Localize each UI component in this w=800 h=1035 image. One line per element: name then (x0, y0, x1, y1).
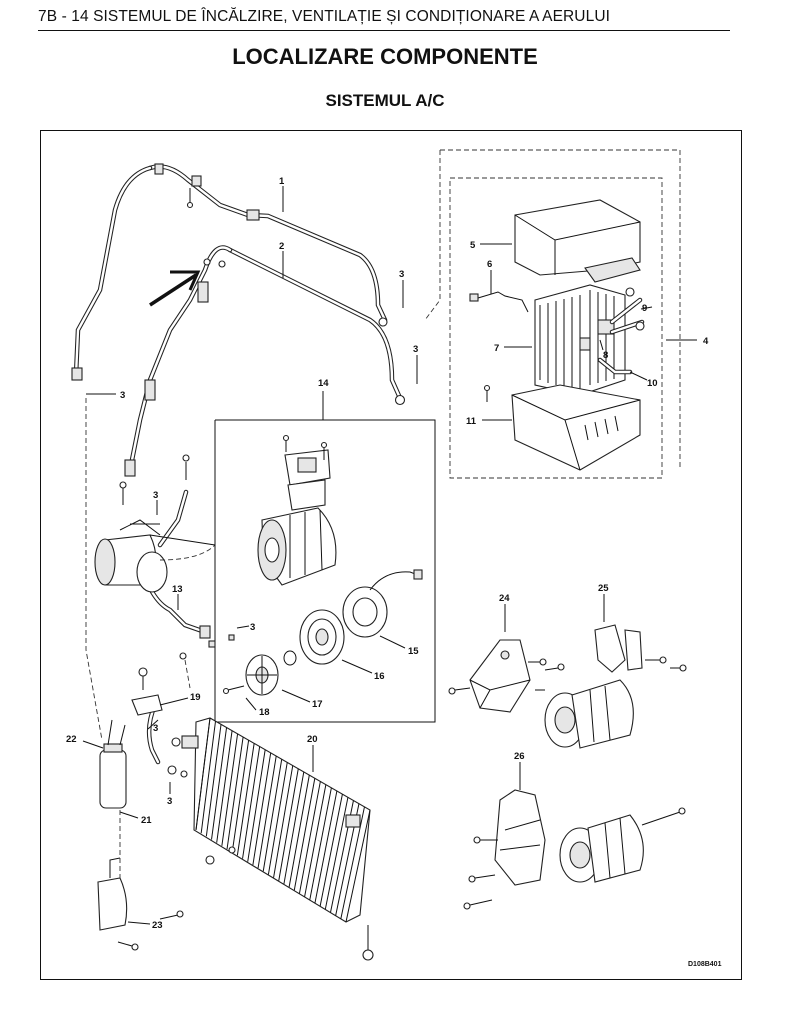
header-rule (38, 30, 730, 31)
condenser-fin (252, 752, 272, 865)
callout-labels: 1 2 3 3 3 4 5 6 7 8 9 10 11 14 3 13 15 1… (66, 176, 722, 968)
condenser-fin (278, 768, 299, 881)
condenser-fin (221, 733, 239, 846)
callout-3-condenser: 3 (167, 796, 172, 807)
condenser-fin (247, 749, 266, 862)
condenser-fin (257, 755, 277, 869)
drawing-code: D108B401 (688, 961, 722, 968)
callout-14: 14 (318, 378, 329, 389)
refrigerant-lines (71, 163, 406, 660)
section-header: 7B - 14 SISTEMUL DE ÎNCĂLZIRE, VENTILAȚI… (38, 8, 611, 25)
callout-3-line1: 3 (399, 269, 404, 280)
condenser-fin (262, 759, 283, 872)
liquid-pipe (131, 667, 188, 778)
condenser-fin (273, 765, 294, 878)
callout-7: 7 (494, 343, 499, 354)
callout-3-line2: 3 (413, 344, 418, 355)
callout-19: 19 (190, 692, 201, 703)
callout-8: 8 (603, 350, 608, 361)
callout-13: 13 (172, 584, 183, 595)
diagram-frame (40, 130, 742, 980)
page-title: LOCALIZARE COMPONENTE (232, 44, 538, 69)
callout-2: 2 (279, 241, 284, 252)
callout-26: 26 (514, 751, 525, 762)
callout-3-left: 3 (120, 390, 125, 401)
callout-17: 17 (312, 699, 323, 710)
callout-11: 11 (466, 416, 477, 427)
callout-18: 18 (259, 707, 270, 718)
callout-6: 6 (487, 259, 492, 270)
callout-21: 21 (141, 815, 152, 826)
compressor-detail (208, 419, 436, 723)
condenser-fin (231, 740, 250, 853)
condenser-fin (242, 746, 261, 859)
compressor-brackets (448, 624, 687, 910)
callout-3-clutch: 3 (250, 622, 255, 633)
condenser-fin (267, 762, 288, 875)
condenser-fin (195, 717, 211, 831)
page-subtitle: SISTEMUL A/C (325, 91, 445, 110)
condenser-fin (226, 736, 244, 850)
leader-lines (82, 186, 697, 925)
callout-20: 20 (307, 734, 318, 745)
condenser-fin (345, 809, 371, 923)
condenser-fin (236, 743, 255, 856)
condenser-fin (205, 724, 222, 837)
callout-22: 22 (66, 734, 77, 745)
callout-4: 4 (703, 336, 709, 347)
condenser-fin (288, 775, 310, 888)
condenser-fin (283, 771, 305, 885)
callout-1: 1 (279, 176, 285, 187)
condenser-fin (309, 787, 332, 900)
receiver-drier (97, 719, 184, 951)
callout-15: 15 (408, 646, 419, 657)
callout-23: 23 (152, 920, 163, 931)
callout-3-pipe: 3 (153, 723, 158, 734)
callout-9: 9 (642, 303, 647, 314)
condenser-fin (324, 797, 349, 910)
condenser (181, 717, 374, 961)
callout-24: 24 (499, 593, 510, 604)
compressor-mounted (94, 519, 216, 593)
condenser-fin (200, 721, 217, 834)
callout-16: 16 (374, 671, 385, 682)
condenser-fin (319, 794, 343, 907)
callout-25: 25 (598, 583, 609, 594)
condenser-fin (304, 784, 327, 897)
condenser-fin (293, 778, 316, 891)
condenser-fin (298, 781, 321, 894)
condenser-fin (314, 790, 338, 904)
callout-5: 5 (470, 240, 476, 251)
condenser-fin (216, 730, 233, 843)
condenser-fin (211, 727, 228, 840)
callout-10: 10 (647, 378, 658, 389)
evaporator-assembly (424, 149, 681, 479)
callout-3-compressor: 3 (153, 490, 158, 501)
